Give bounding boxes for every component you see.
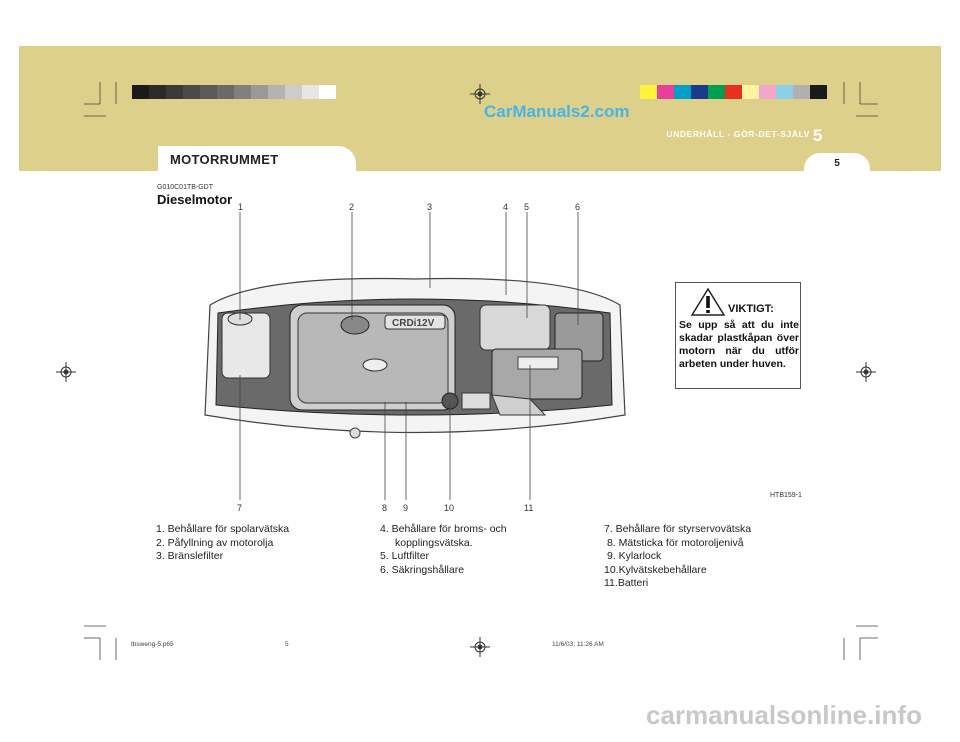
registration-mark-icon [470, 84, 490, 104]
chapter-number: 5 [813, 126, 823, 145]
section-title: Dieselmotor [157, 192, 233, 207]
footer-page: 5 [285, 641, 289, 648]
legend-item: 2. Påfyllning av motorolja [156, 536, 274, 549]
color-swatch [674, 85, 691, 99]
grey-swatch [319, 85, 336, 99]
page-number-tab: 5 [804, 153, 870, 172]
callout-number: 6 [575, 202, 581, 212]
legend-column-2: 4. Behållare för broms- och kopplingsvät… [380, 523, 507, 577]
color-calibration-strip [640, 85, 827, 99]
grey-swatch [217, 85, 234, 99]
callout-number: 9 [403, 503, 409, 513]
grey-swatch [234, 85, 251, 99]
warning-text: Se upp så att du inte skadar plastkåpan … [679, 319, 799, 370]
grey-swatch [302, 85, 319, 99]
registration-mark-icon [56, 362, 76, 382]
grey-swatch [285, 85, 302, 99]
color-swatch [691, 85, 708, 99]
legend-item: 9. Kylarlock [607, 550, 662, 562]
color-swatch [725, 85, 742, 99]
grey-swatch [166, 85, 183, 99]
callout-number: 2 [349, 202, 355, 212]
legend-item: 11.Batteri [604, 577, 649, 589]
section-code: G010C01TB-GDT [157, 184, 214, 191]
figure-id: HTB159-1 [770, 492, 802, 499]
legend-item: 6. Säkringshållare [380, 563, 465, 576]
footer-filename: tbsweng-5.p65 [131, 641, 174, 648]
grey-swatch [183, 85, 200, 99]
legend-item: 5. Luftfilter [380, 550, 430, 562]
color-swatch [640, 85, 657, 99]
color-swatch [708, 85, 725, 99]
watermark: CarManuals2.com [484, 102, 630, 121]
section-tab: MOTORRUMMET [158, 146, 356, 172]
legend-column-1: 1. Behållare för spolarvätska 2. Påfylln… [156, 523, 289, 564]
callout-number: 8 [382, 503, 388, 513]
warning-triangle-icon [690, 287, 726, 316]
callout-number: 4 [503, 202, 509, 212]
callout-number: 10 [444, 503, 455, 513]
warning-heading: VIKTIGT: [728, 303, 774, 315]
section-tab-label: MOTORRUMMET [170, 152, 279, 167]
engine-illustration: CRDi12V [204, 277, 626, 439]
callout-number: 1 [238, 202, 244, 212]
grey-swatch [132, 85, 149, 99]
footer-timestamp: 11/6/03, 11:26 AM [552, 641, 604, 648]
registration-mark-icon [856, 362, 876, 382]
color-swatch [759, 85, 776, 99]
warning-box: VIKTIGT: Se upp så att du inte skadar pl… [675, 282, 801, 389]
legend-item: 7. Behållare för styrservovätska [604, 523, 752, 535]
grey-swatch [200, 85, 217, 99]
legend-item: 4. Behållare för broms- och [380, 523, 507, 535]
grey-calibration-strip [132, 85, 336, 99]
grey-swatch [268, 85, 285, 99]
color-swatch [657, 85, 674, 99]
chapter-title: UNDERHÅLL - GÖR-DET-SJÄLV [666, 129, 810, 139]
color-swatch [776, 85, 793, 99]
callout-number: 3 [427, 202, 433, 212]
site-watermark: carmanualsonline.info [646, 700, 922, 730]
grey-swatch [149, 85, 166, 99]
color-swatch [742, 85, 759, 99]
color-swatch [810, 85, 827, 99]
callout-number: 7 [237, 503, 243, 513]
legend-item: 8. Mätsticka för motoroljenivå [607, 536, 744, 549]
grey-swatch [251, 85, 268, 99]
svg-text:CRDi12V: CRDi12V [392, 318, 435, 329]
legend-column-3: 7. Behållare för styrservovätska 8. Mäts… [604, 523, 751, 591]
legend-item: kopplingsvätska. [395, 536, 473, 549]
registration-mark-icon [470, 637, 490, 657]
legend-item: 10.Kylvätskebehållare [604, 563, 707, 576]
callout-number: 11 [524, 503, 534, 513]
color-swatch [793, 85, 810, 99]
legend-item: 1. Behållare för spolarvätska [156, 523, 290, 535]
callout-number: 5 [524, 202, 530, 212]
legend-item: 3. Bränslefilter [156, 550, 224, 562]
